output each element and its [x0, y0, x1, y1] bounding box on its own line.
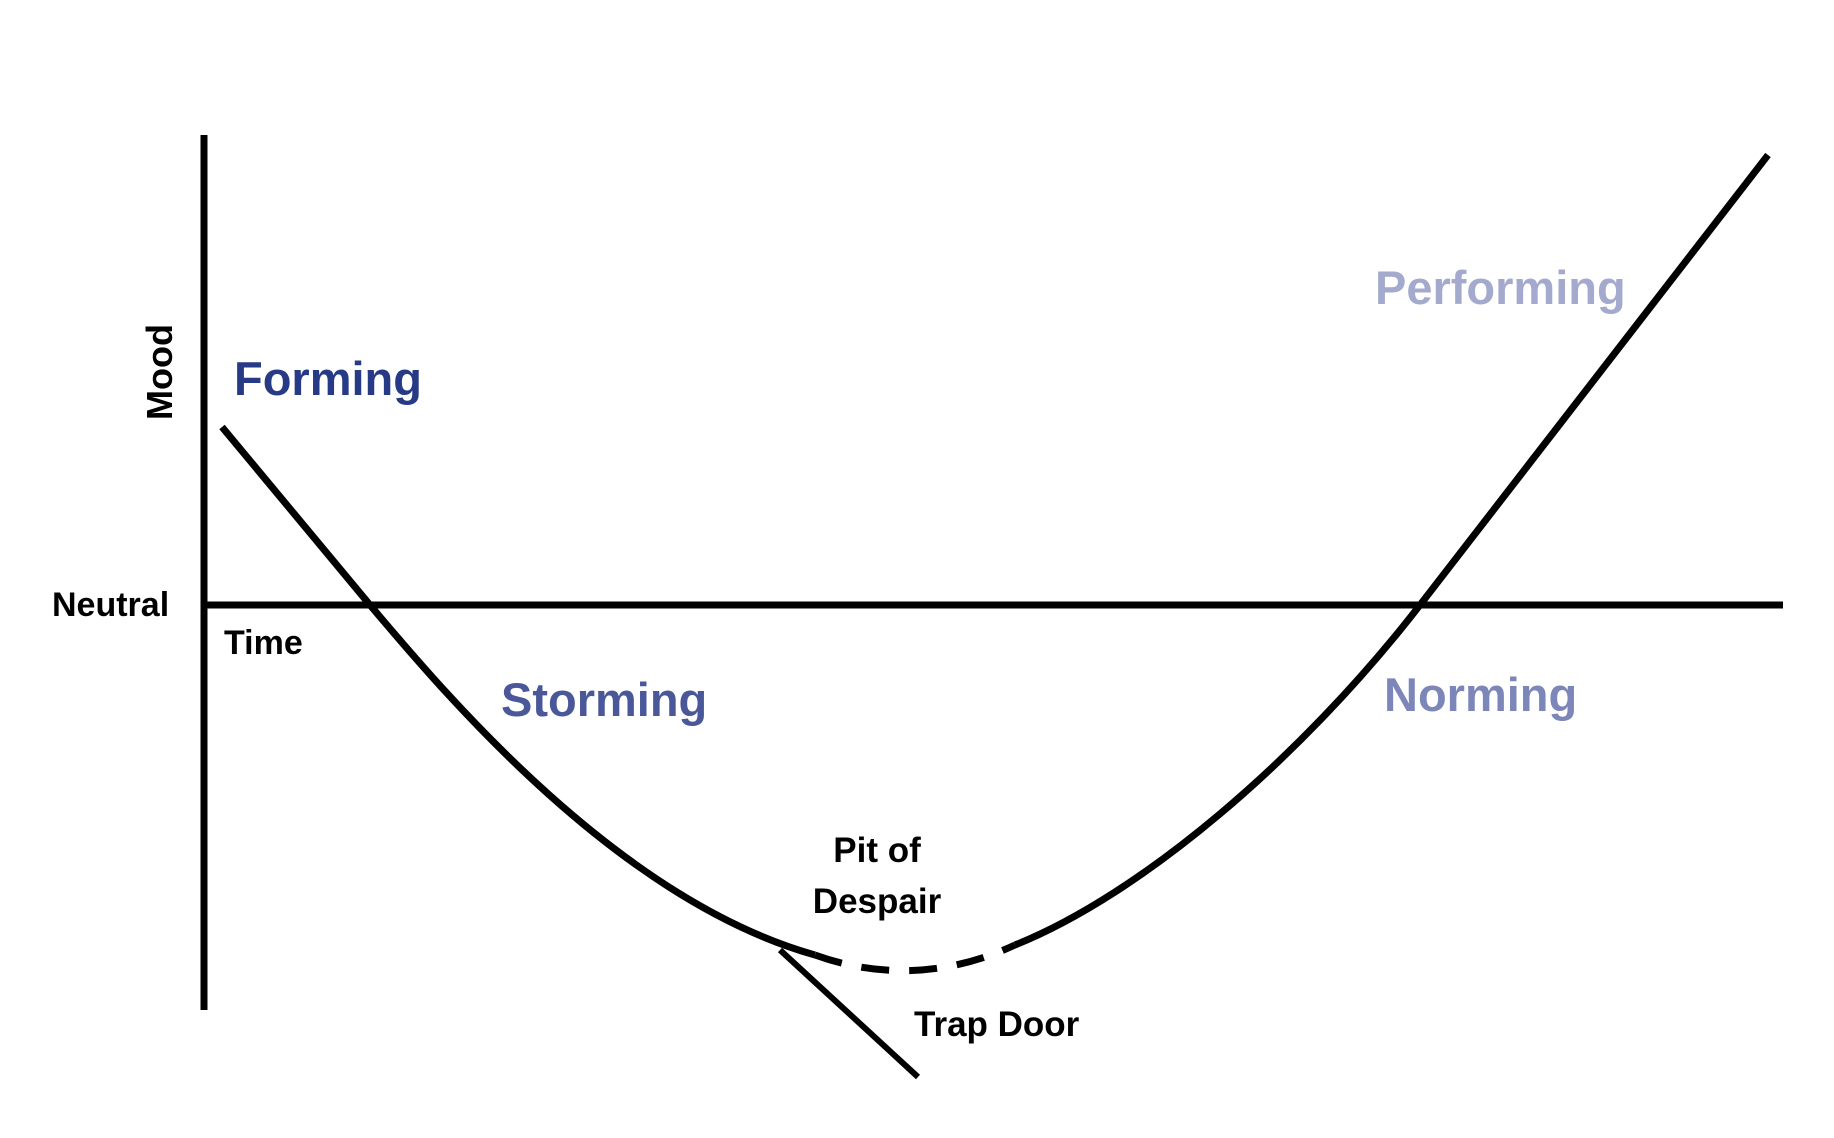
stage-label-norming: Norming	[1384, 668, 1577, 721]
neutral-label: Neutral	[52, 586, 169, 624]
mood-axis-label: Mood	[139, 324, 180, 420]
mood-curve-descending	[219, 424, 816, 959]
pit-of-despair-line2: Despair	[813, 882, 942, 921]
trap-door-label: Trap Door	[914, 1005, 1080, 1044]
time-label: Time	[224, 624, 303, 662]
trap-door-line	[777, 947, 921, 1080]
pit-of-despair-line1: Pit of	[833, 831, 921, 870]
pit-bottom-dashed	[813, 941, 1017, 975]
stage-label-storming: Storming	[501, 673, 707, 726]
stage-label-forming: Forming	[234, 352, 422, 405]
stage-label-performing: Performing	[1375, 261, 1626, 314]
mood-curve-ascending	[1013, 152, 1771, 949]
